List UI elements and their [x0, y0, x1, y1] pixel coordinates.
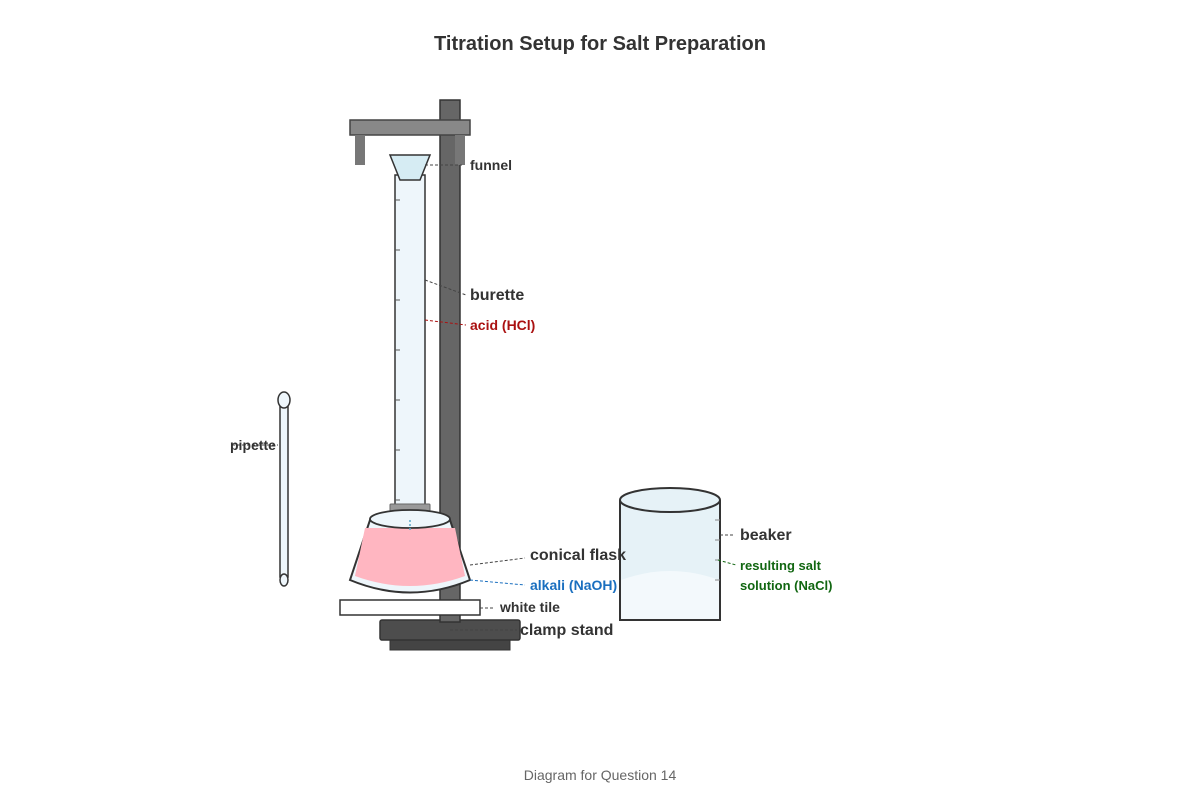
beaker-rim	[619, 487, 721, 513]
burette	[389, 174, 431, 521]
pipette-bulb	[277, 391, 291, 409]
clamp-stand	[349, 99, 521, 651]
flask-liquid	[355, 528, 465, 586]
flask-leader	[469, 557, 526, 566]
alkali-leader	[469, 579, 526, 586]
acid-leader	[424, 319, 467, 326]
salt-solution-label-line2: solution (NaCl)	[740, 578, 832, 593]
stand-rod	[439, 99, 461, 623]
burette-tube	[394, 174, 426, 508]
pipette-tip	[279, 573, 289, 587]
conical-flask	[348, 509, 472, 594]
white-tile-label: white tile	[499, 599, 560, 615]
salt-leader	[717, 559, 737, 566]
beaker-solution	[621, 571, 719, 619]
alkali-label: alkali (NaOH)	[530, 577, 617, 593]
burette-graduations	[395, 199, 400, 501]
conical-flask-label: conical flask	[530, 547, 626, 564]
burette-leader	[424, 279, 467, 296]
beaker	[619, 487, 721, 621]
clamp-jaw-left	[355, 135, 365, 165]
clamp-stand-label: clamp stand	[520, 622, 613, 639]
pipette-label: pipette	[230, 437, 276, 453]
pipette	[277, 391, 291, 587]
diagram-title: Titration Setup for Salt Preparation	[434, 33, 766, 55]
funnel	[388, 154, 432, 181]
beaker-label: beaker	[740, 527, 792, 544]
acid-label: acid (HCl)	[470, 317, 535, 333]
burette-label: burette	[470, 287, 524, 304]
clamp-jaw-right	[455, 135, 465, 165]
diagram-caption: Diagram for Question 14	[524, 767, 677, 783]
leader-lines	[232, 164, 737, 631]
pipette-stem	[279, 404, 289, 578]
funnel-label: funnel	[470, 157, 512, 173]
white-tile	[339, 599, 481, 616]
clamp-arm	[349, 119, 471, 136]
salt-solution-label-line1: resulting salt	[740, 558, 822, 573]
